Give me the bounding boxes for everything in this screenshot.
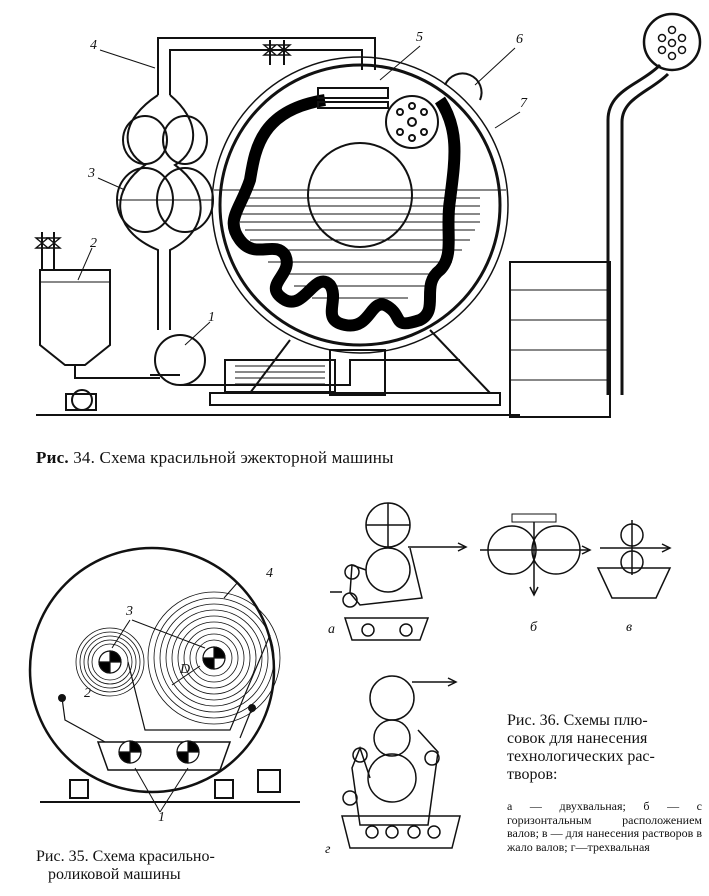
- figure-35-caption: Рис. 35. Схема красильно- роликовой маши…: [36, 848, 296, 884]
- fig34-label-3: 3: [88, 166, 95, 181]
- fig35-label-D: D: [180, 662, 191, 677]
- figure-36-caption-line2: совок для нанесения: [507, 730, 648, 747]
- fig34-label-2: 2: [90, 236, 97, 251]
- figure-35-caption-line2: роликовой машины: [48, 866, 181, 883]
- fig36-label-b: б: [530, 620, 538, 635]
- figure-36-legend: а — двухвальная; б — с горизонтальным ра…: [507, 799, 702, 854]
- fig34-label-7: 7: [520, 96, 527, 111]
- fig36-label-a: а: [328, 622, 335, 637]
- figure-36-diagrams: [330, 502, 672, 849]
- figure-35-caption-line1: Рис. 35. Схема красильно-: [36, 848, 215, 865]
- figure-36-caption-line1: Рис. 36. Схемы плю-: [507, 712, 648, 729]
- figure-34-caption-text: 34. Схема красильной эжекторной машины: [73, 448, 394, 467]
- fig34-label-4: 4: [90, 38, 97, 53]
- figure-36-caption-line3: технологических рас-: [507, 748, 655, 765]
- fig36-label-g: г: [325, 842, 331, 857]
- fig35-label-1: 1: [158, 810, 165, 825]
- fig35-label-4: 4: [266, 566, 273, 581]
- figure-35-diagram: [28, 546, 300, 813]
- fig34-label-6: 6: [516, 32, 523, 47]
- fig35-label-3: 3: [126, 604, 133, 619]
- figure-36-caption-line4: творов:: [507, 766, 558, 783]
- figure-34-caption: Рис. 34. Схема красильной эжекторной маш…: [36, 448, 394, 468]
- fig34-label-1: 1: [208, 310, 215, 325]
- fig36-label-v: в: [626, 620, 633, 635]
- fig35-label-2: 2: [84, 686, 91, 701]
- figure-36-caption: Рис. 36. Схемы плю- совок для нанесения …: [507, 712, 702, 784]
- fig34-label-5: 5: [416, 30, 423, 45]
- figure-34-diagram: [34, 12, 702, 418]
- figure-34-caption-lead: Рис.: [36, 448, 69, 467]
